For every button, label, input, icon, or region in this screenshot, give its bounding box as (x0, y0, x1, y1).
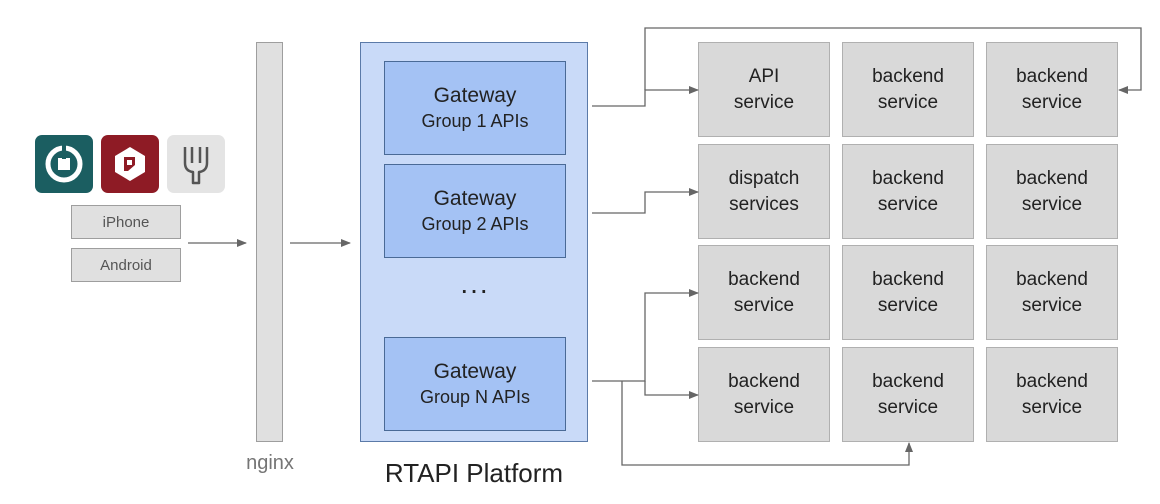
fork-icon (183, 147, 209, 185)
uber-eats-driver-logo-icon (115, 147, 145, 181)
service-name: backend (872, 65, 944, 87)
service-type: service (733, 294, 795, 316)
uber-logo-icon (45, 145, 83, 183)
service-type: service (877, 91, 939, 113)
uber-eats-app-icon (167, 135, 225, 193)
iphone-label: iPhone (71, 205, 181, 239)
service-type: service (1021, 91, 1083, 113)
service-name: backend (872, 268, 944, 290)
more-gateways-ellipsis: ... (460, 268, 490, 299)
service-type: service (1021, 396, 1083, 418)
service-name: backend (872, 167, 944, 189)
service-box: backend service (842, 144, 974, 239)
gatewayn-to-backend-row3-arrow (592, 289, 699, 382)
gateway-title: Gateway (433, 84, 517, 107)
service-box: backend service (842, 245, 974, 340)
service-box: backend service (698, 245, 830, 340)
gateway-subtitle: Group N APIs (419, 387, 531, 407)
service-type: service (1021, 193, 1083, 215)
gateway-title: Gateway (433, 187, 517, 210)
nginx-label: nginx (246, 452, 294, 474)
service-name: backend (728, 268, 800, 290)
service-type: service (877, 396, 939, 418)
nginx-bar (256, 42, 283, 442)
service-type: services (729, 193, 799, 215)
gateway2-to-dispatch-arrow (592, 188, 699, 214)
service-type: service (733, 91, 795, 113)
service-type: service (733, 396, 795, 418)
service-name: backend (1016, 370, 1088, 392)
service-type: service (877, 193, 939, 215)
service-box: backend service (842, 42, 974, 137)
service-type: service (877, 294, 939, 316)
gateway-group-n: Gateway Group N APIs (384, 337, 566, 431)
uber-driver-app-icon (101, 135, 159, 193)
service-type: service (1021, 294, 1083, 316)
gateway1-to-api-service-arrow (592, 86, 699, 107)
service-box: backend service (842, 347, 974, 442)
service-box: backend service (986, 347, 1118, 442)
gateway-subtitle: Group 2 APIs (421, 214, 529, 234)
service-name: backend (872, 370, 944, 392)
service-name: backend (1016, 65, 1088, 87)
service-box: dispatch services (698, 144, 830, 239)
uber-app-icon (35, 135, 93, 193)
gateway-subtitle: Group 1 APIs (421, 111, 529, 131)
service-name: API (748, 65, 780, 87)
service-name: backend (728, 370, 800, 392)
service-box: backend service (986, 144, 1118, 239)
service-box: backend service (698, 347, 830, 442)
service-box: backend service (986, 42, 1118, 137)
rtapi-platform-label: RTAPI Platform (384, 458, 564, 488)
android-label: Android (71, 248, 181, 282)
gateway-group-1: Gateway Group 1 APIs (384, 61, 566, 155)
gateway-title: Gateway (433, 360, 517, 383)
service-box: backend service (986, 245, 1118, 340)
service-box: API service (698, 42, 830, 137)
gatewayn-to-backend-row4-arrow (644, 381, 699, 399)
service-name: backend (1016, 167, 1088, 189)
service-name: backend (1016, 268, 1088, 290)
service-name: dispatch (728, 167, 800, 189)
gateway-group-2: Gateway Group 2 APIs (384, 164, 566, 258)
